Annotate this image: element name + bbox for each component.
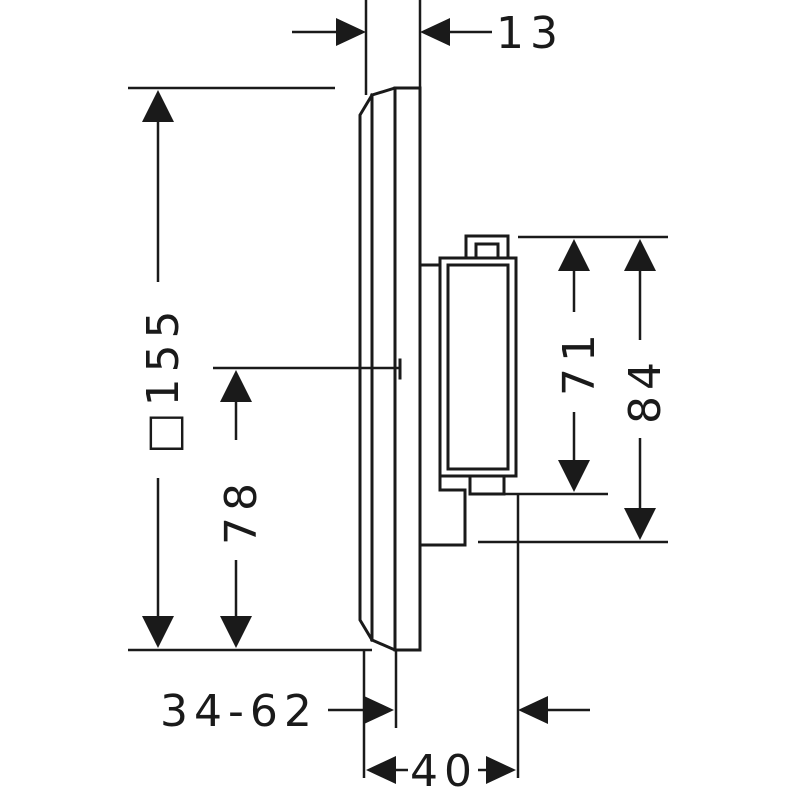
- dimension-label-155: □155: [138, 304, 189, 454]
- dimension-label-78: 78: [216, 477, 267, 545]
- dimension-label-40: 40: [410, 746, 478, 797]
- arrow-right-icon: [364, 696, 394, 724]
- dimension-78: 78: [216, 370, 267, 648]
- dimension-34-62: 34-62: [160, 686, 590, 737]
- arrow-up-icon: [220, 370, 252, 402]
- dimension-label-13: 13: [496, 8, 564, 59]
- dimension-84: 84: [620, 239, 671, 540]
- arrow-left-icon: [366, 756, 396, 784]
- thermostat-body: [418, 234, 518, 547]
- arrow-up-icon: [142, 90, 174, 122]
- arrow-left-icon: [420, 18, 450, 46]
- arrow-down-icon: [624, 508, 656, 540]
- arrow-up-icon: [624, 239, 656, 271]
- arrow-down-icon: [142, 616, 174, 648]
- dimension-label-71: 71: [554, 328, 605, 396]
- arrow-down-icon: [558, 460, 590, 492]
- arrow-left-icon: [518, 696, 548, 724]
- dimension-label-34-62: 34-62: [160, 686, 318, 737]
- dimension-label-84: 84: [620, 356, 671, 424]
- dimension-71: 71: [554, 239, 605, 492]
- arrow-right-icon: [336, 18, 366, 46]
- dimension-155: □155: [138, 90, 189, 648]
- arrow-down-icon: [220, 616, 252, 648]
- arrow-up-icon: [558, 239, 590, 271]
- arrow-right-icon: [486, 756, 516, 784]
- dimension-40: 40: [366, 746, 516, 797]
- dimension-13: 13: [292, 8, 564, 59]
